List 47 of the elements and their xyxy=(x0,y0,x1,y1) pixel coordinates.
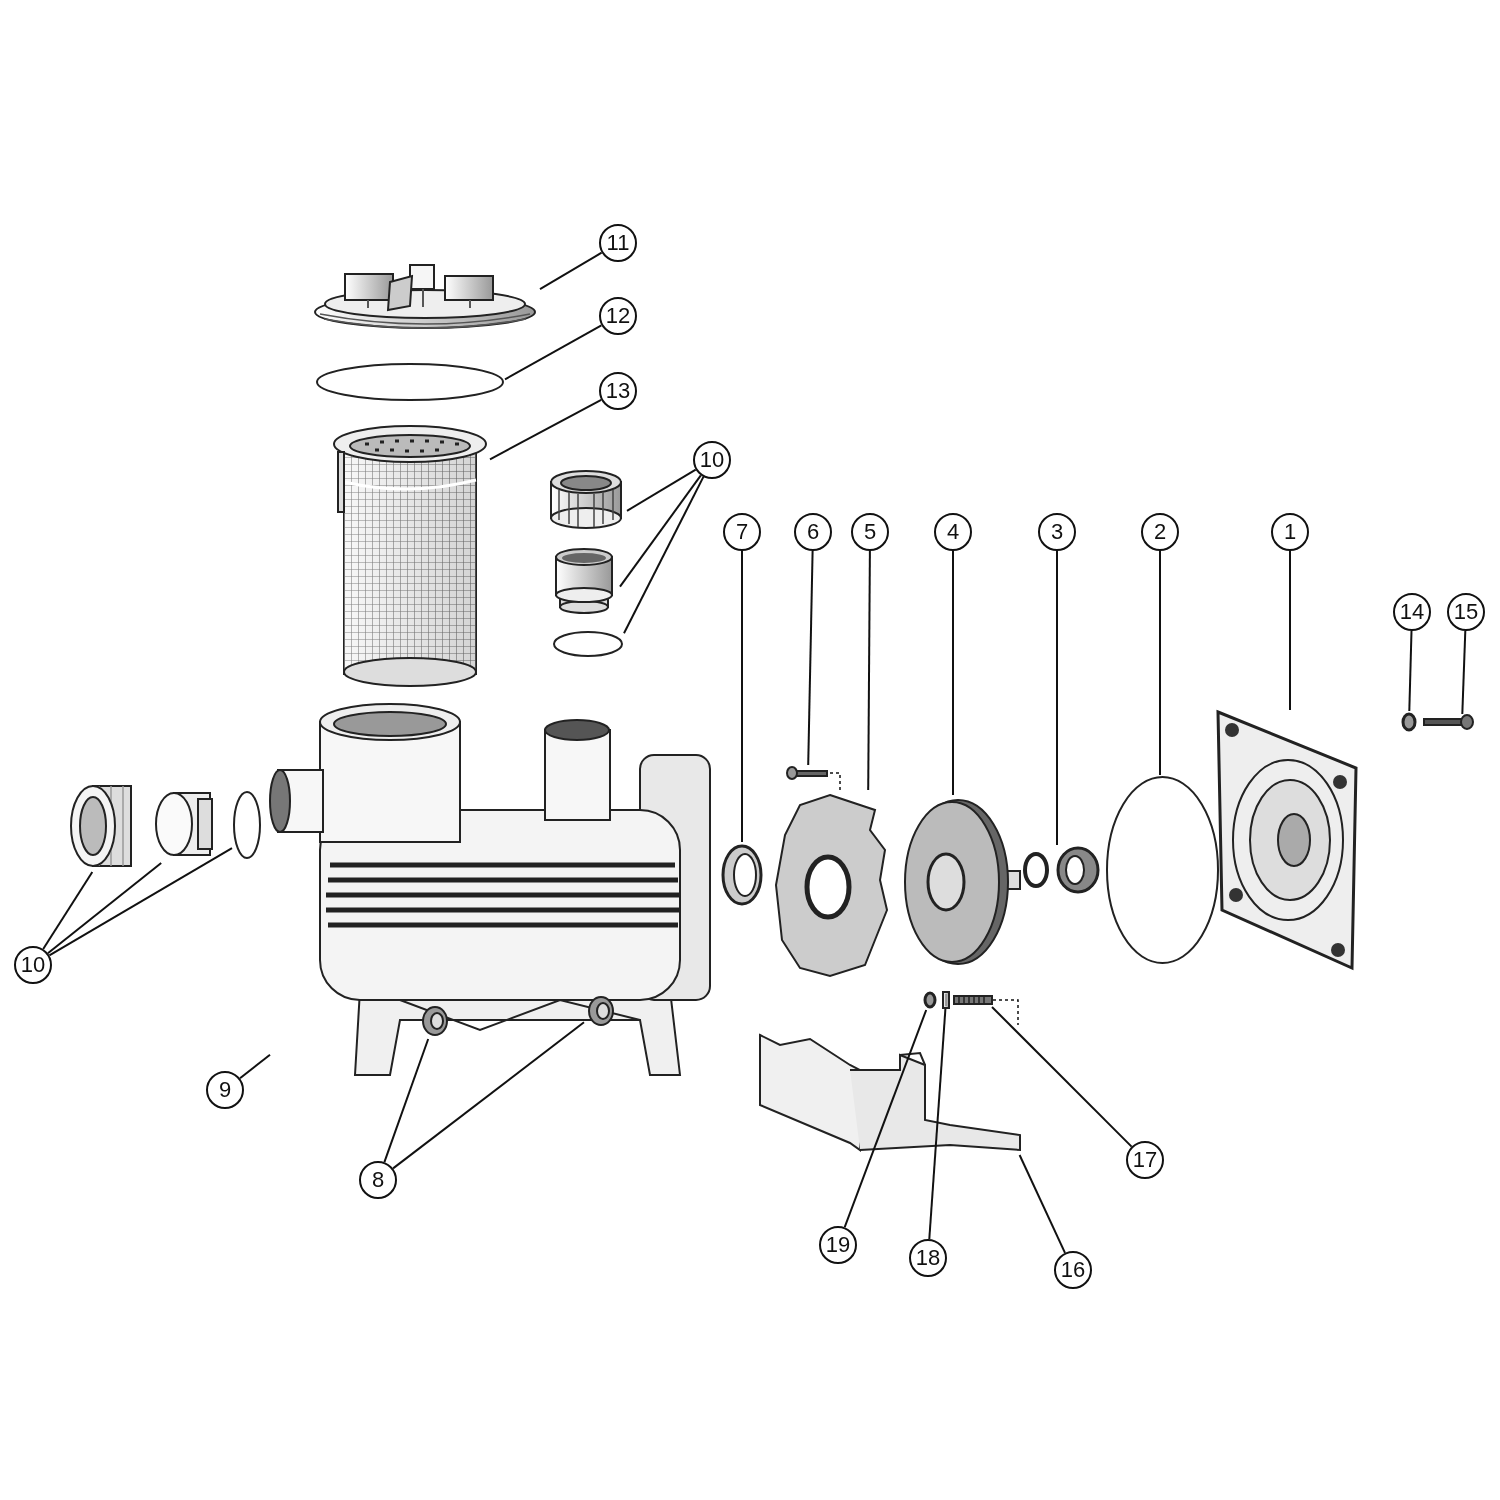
dashed-guide-line xyxy=(829,772,841,791)
callout-number: 6 xyxy=(794,513,832,551)
callout-number: 19 xyxy=(819,1226,857,1264)
leader-line xyxy=(1289,550,1291,711)
callout-number: 14 xyxy=(1393,593,1431,631)
leader-line xyxy=(1018,1154,1066,1254)
leader-line xyxy=(867,550,871,791)
callout-number: 16 xyxy=(1054,1251,1092,1289)
leader-line xyxy=(952,550,954,796)
leader-line xyxy=(1408,630,1413,712)
callout-number: 18 xyxy=(909,1239,947,1277)
leader-line xyxy=(623,475,705,635)
callout-number: 12 xyxy=(599,297,637,335)
leader-line xyxy=(46,862,163,955)
callout-number: 4 xyxy=(934,513,972,551)
leader-line xyxy=(741,550,743,843)
leader-line xyxy=(1461,630,1467,715)
callout-number: 11 xyxy=(599,224,637,262)
callout-number: 10 xyxy=(14,946,52,984)
leader-line xyxy=(539,251,603,291)
callout-number: 3 xyxy=(1038,513,1076,551)
leader-line xyxy=(928,1008,947,1240)
leader-line xyxy=(626,468,697,512)
leader-line xyxy=(239,1053,271,1080)
leader-line xyxy=(843,1009,928,1229)
dashed-guide-line xyxy=(992,999,1019,1026)
callout-number: 9 xyxy=(206,1071,244,1109)
callout-number: 15 xyxy=(1447,593,1485,631)
callout-number: 10 xyxy=(693,441,731,479)
leader-line xyxy=(392,1021,585,1170)
callout-number: 13 xyxy=(599,372,637,410)
leader-line xyxy=(504,324,603,381)
leader-line xyxy=(48,847,233,957)
callout-number: 2 xyxy=(1141,513,1179,551)
leader-line xyxy=(619,474,702,588)
leader-line xyxy=(1056,550,1058,846)
leader-line xyxy=(42,871,94,950)
callout-number: 5 xyxy=(851,513,889,551)
callout-number: 8 xyxy=(359,1161,397,1199)
leader-line xyxy=(807,550,814,766)
callout-number: 7 xyxy=(723,513,761,551)
leader-line xyxy=(991,1006,1133,1148)
leader-line xyxy=(489,398,603,461)
callout-number: 1 xyxy=(1271,513,1309,551)
leader-line xyxy=(1159,550,1161,776)
leader-line xyxy=(383,1038,430,1164)
callout-number: 17 xyxy=(1126,1141,1164,1179)
